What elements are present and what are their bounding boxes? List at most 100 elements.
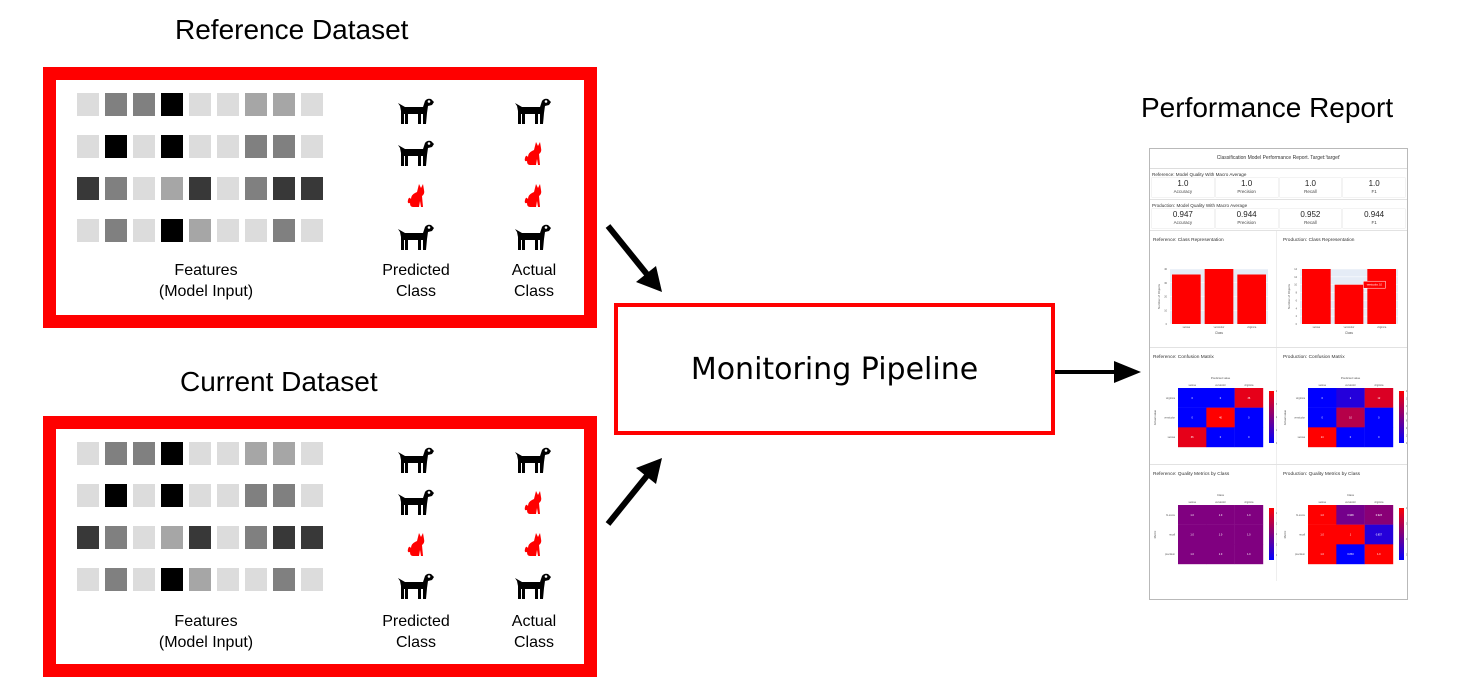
features-label: Features (Model Input): [126, 611, 286, 653]
metric-value: 0.944: [1236, 210, 1257, 219]
heatmap-cell: [1206, 544, 1235, 565]
colorbar-tick-label: 0.95: [1406, 524, 1407, 526]
heatmap-cell-label: 1.0: [1320, 514, 1324, 517]
performance-report-heading: Performance Report: [1141, 92, 1394, 123]
heatmap-cell: [1308, 524, 1337, 545]
x-tick-label: setosa: [1318, 384, 1326, 387]
heatmap-cell-label: 0: [1321, 417, 1323, 420]
y-tick-label: recall: [1299, 534, 1305, 537]
y-tick-label: f1-score: [1166, 514, 1176, 517]
heatmap-cell: [1336, 427, 1365, 448]
dog-icon: [514, 439, 552, 481]
cat-icon: [523, 174, 543, 216]
feature-square: [189, 177, 211, 200]
feature-square: [301, 219, 323, 242]
x-tick-label: virginica: [1244, 501, 1254, 504]
heatmap-cell-label: 0: [1378, 436, 1380, 439]
heatmap-cell-label: 0: [1191, 397, 1193, 400]
colorbar-tick-label: 2: [1406, 436, 1407, 438]
heatmap-cell-label: 1.0: [1247, 534, 1251, 537]
heatmap-cell-label: 36: [1247, 397, 1250, 400]
heatmap-cell-label: 1: [1350, 534, 1352, 537]
metric-name: Accuracy: [1173, 189, 1193, 194]
colorbar-tick-label: 1.2: [1276, 524, 1277, 526]
colorbar-tick-label: 4: [1406, 428, 1407, 430]
metric-name: F1: [1371, 220, 1377, 225]
feature-square: [105, 568, 127, 591]
heatmap-cell-label: 2: [1350, 397, 1352, 400]
feature-square: [301, 484, 323, 507]
feature-square: [301, 568, 323, 591]
heatmap-cell-label: 0: [1220, 436, 1222, 439]
y-axis-label: Number of Objects: [1287, 283, 1291, 309]
feature-square: [301, 177, 323, 200]
metric-value: 0.947: [1172, 210, 1193, 219]
panel-title: Reference: Quality Metrics by Class: [1153, 472, 1230, 477]
heatmap-cell: [1364, 524, 1394, 545]
cat-icon: [523, 523, 543, 565]
bar-virginica: [1367, 269, 1396, 324]
features-label-line1: Features: [174, 613, 238, 630]
y-axis-title: Metric: [1283, 530, 1287, 538]
feature-square: [273, 442, 295, 465]
feature-square: [105, 219, 127, 242]
y-axis-title: Actual value: [1283, 409, 1287, 425]
predicted-label-line1: Predicted: [382, 262, 450, 279]
reference-feature-grid: [77, 93, 323, 242]
colorbar: [1269, 391, 1274, 443]
y-tick-label: precision: [1295, 553, 1306, 556]
colorbar-tick-label: 6: [1406, 421, 1407, 423]
panel-title: Reference: Class Representation: [1153, 238, 1224, 243]
feature-square: [273, 177, 295, 200]
x-axis-title: Class: [1217, 493, 1225, 497]
panel-title: Production: Confusion Matrix: [1283, 355, 1345, 360]
colorbar: [1399, 391, 1404, 443]
x-tick-label: versicolor: [1215, 501, 1226, 504]
colorbar-tick-label: 40: [1276, 391, 1277, 393]
predicted-label-line2: Class: [395, 634, 436, 651]
colorbar-tick-label: 0.9: [1406, 539, 1407, 541]
heatmap-cell: [1336, 524, 1365, 545]
heatmap-cell-label: 0: [1378, 417, 1380, 420]
heatmap-cell-label: 36: [1191, 436, 1194, 439]
feature-square: [245, 93, 267, 116]
heatmap-cell: [1206, 524, 1235, 545]
feature-square: [77, 568, 99, 591]
bar-virginica: [1237, 274, 1266, 324]
heatmap-cell: [1364, 407, 1394, 428]
x-tick-label: versicolor: [1345, 384, 1356, 387]
heatmap-cell: [1308, 407, 1337, 428]
heatmap-cell: [1234, 544, 1264, 565]
performance-report: Classification Model Performance Report.…: [1149, 148, 1408, 600]
x-tick-label: versicolor: [1215, 384, 1226, 387]
feature-square: [217, 177, 239, 200]
feature-square: [245, 484, 267, 507]
predicted-label-line2: Class: [395, 283, 436, 300]
heatmap-cell-label: 1.0: [1190, 534, 1194, 537]
x-tick-label: setosa: [1313, 326, 1321, 329]
heatmap-cell: [1308, 544, 1337, 565]
x-tick-label: virginica: [1374, 384, 1384, 387]
feature-square: [217, 484, 239, 507]
heatmap-cell: [1178, 505, 1207, 525]
actual-class-label: Actual Class: [484, 260, 584, 302]
x-axis-label: Class: [1345, 331, 1353, 335]
report-title: Classification Model Performance Report.…: [1150, 149, 1407, 169]
heatmap-cell: [1234, 505, 1264, 525]
x-axis-title: Predicted value: [1211, 376, 1231, 380]
y-axis-label: Number of Objects: [1157, 283, 1161, 309]
features-label-line2: (Model Input): [158, 634, 254, 651]
predicted-class-column: [394, 90, 438, 258]
heatmap-cell-label: 1.0: [1320, 534, 1324, 537]
colorbar-tick-label: 20: [1276, 417, 1277, 419]
feature-square: [161, 484, 183, 507]
feature-square: [217, 442, 239, 465]
hover-tooltip: [1363, 280, 1386, 289]
